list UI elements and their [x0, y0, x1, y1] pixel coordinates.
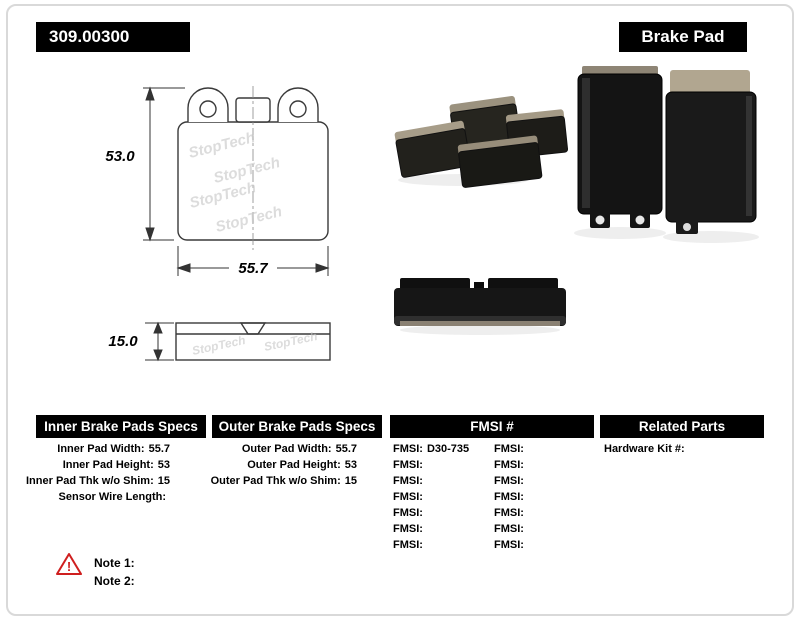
fmsi-title: FMSI #	[470, 419, 514, 434]
spec-label: Inner Pad Height:	[62, 459, 154, 471]
front-view-drawing: StopTech StopTech StopTech StopTech	[143, 86, 330, 276]
front-height-dimension: 53.0	[96, 148, 144, 165]
exclamation-glyph: !	[67, 559, 71, 574]
spec-label: Outer Pad Height:	[247, 459, 341, 471]
fmsi-row: FMSI:	[494, 441, 592, 457]
spec-row: Outer Pad Width:55.7	[212, 441, 357, 457]
spec-label: Outer Pad Thk w/o Shim:	[210, 475, 341, 487]
inner-specs-title: Inner Brake Pads Specs	[44, 419, 198, 434]
spec-label: Inner Pad Width:	[57, 443, 145, 455]
pad-photo-item	[457, 135, 543, 188]
spec-label: FMSI:	[494, 459, 524, 471]
fmsi-row: FMSI:	[494, 521, 592, 537]
spec-label: FMSI:	[393, 475, 423, 487]
spec-value: 55.7	[335, 443, 357, 455]
spec-value: 15	[344, 475, 357, 487]
watermark-text: StopTech	[263, 329, 319, 354]
part-number-banner: 309.00300	[36, 22, 190, 52]
warning-triangle-icon: !	[56, 553, 82, 575]
inner-specs-header: Inner Brake Pads Specs	[36, 415, 206, 438]
spec-value: 15	[157, 475, 170, 487]
related-parts-title: Related Parts	[638, 419, 726, 434]
front-width-dimension: 55.7	[229, 260, 277, 277]
fmsi-row: FMSI:	[393, 473, 491, 489]
watermark-text: StopTech	[214, 203, 284, 236]
spec-value: 55.7	[148, 443, 170, 455]
note-1-label: Note 1:	[94, 556, 135, 570]
fmsi-row: FMSI:	[393, 521, 491, 537]
pad-photo-front	[665, 70, 757, 234]
pad-photo-back	[577, 66, 663, 228]
spec-label: FMSI:	[494, 507, 524, 519]
fmsi-row: FMSI:	[494, 537, 592, 553]
outer-specs-header: Outer Brake Pads Specs	[212, 415, 382, 438]
dimension-lines	[143, 86, 330, 276]
spec-label: FMSI:	[393, 507, 423, 519]
related-parts-header: Related Parts	[600, 415, 764, 438]
outer-specs-title: Outer Brake Pads Specs	[218, 419, 376, 434]
fmsi-row: FMSI:	[393, 457, 491, 473]
fmsi-row: FMSI:	[494, 505, 592, 521]
spec-label: FMSI:	[494, 443, 524, 455]
spec-label: Hardware Kit #:	[604, 443, 685, 455]
dimension-lines	[145, 321, 174, 362]
side-view-drawing: StopTech StopTech	[145, 321, 331, 362]
spec-label: Outer Pad Width:	[241, 443, 332, 455]
pad-set-photo	[394, 96, 569, 188]
fmsi-left-column: FMSI:D30-735 FMSI: FMSI: FMSI: FMSI: FMS…	[393, 441, 491, 553]
spec-label: FMSI:	[393, 459, 423, 471]
spec-label: FMSI:	[393, 491, 423, 503]
outer-specs-rows: Outer Pad Width:55.7 Outer Pad Height:53…	[210, 441, 357, 489]
spec-label: FMSI:	[494, 491, 524, 503]
pad-edge-photo	[394, 278, 566, 335]
spec-value: 53	[344, 459, 357, 471]
inner-specs-rows: Inner Pad Width:55.7 Inner Pad Height:53…	[26, 441, 170, 505]
watermark: StopTech StopTech StopTech StopTech	[187, 129, 284, 236]
fmsi-row: FMSI:	[494, 457, 592, 473]
fmsi-row: FMSI:	[393, 489, 491, 505]
spec-row: Inner Pad Width:55.7	[36, 441, 170, 457]
spec-value: 53	[157, 459, 170, 471]
spec-label: Sensor Wire Length:	[58, 491, 166, 503]
note-2-label: Note 2:	[94, 574, 135, 588]
part-number: 309.00300	[49, 27, 130, 46]
spec-row: Sensor Wire Length:	[36, 489, 170, 505]
related-row: Hardware Kit #:	[604, 441, 760, 457]
fmsi-row: FMSI:	[494, 489, 592, 505]
fmsi-row: FMSI:	[393, 537, 491, 553]
spec-row: Inner Pad Thk w/o Shim:15	[26, 473, 170, 489]
spec-label: FMSI:	[393, 539, 423, 551]
fmsi-row: FMSI:	[393, 505, 491, 521]
pad-side-outline	[175, 322, 331, 361]
fmsi-right-column: FMSI: FMSI: FMSI: FMSI: FMSI: FMSI: FMSI…	[494, 441, 592, 553]
page-frame	[6, 4, 794, 616]
spec-row: Outer Pad Height:53	[212, 457, 357, 473]
spec-row: Outer Pad Thk w/o Shim:15	[210, 473, 357, 489]
spec-row: Inner Pad Height:53	[36, 457, 170, 473]
spec-label: FMSI:	[393, 523, 423, 535]
product-type-banner: Brake Pad	[619, 22, 747, 52]
side-thickness-dimension: 15.0	[99, 333, 147, 350]
pad-outline	[177, 87, 329, 241]
pad-photo-item	[394, 120, 472, 178]
spec-label: FMSI:	[494, 475, 524, 487]
product-type: Brake Pad	[641, 27, 725, 46]
pad-pair-photo	[574, 66, 759, 243]
fmsi-header: FMSI #	[390, 415, 594, 438]
watermark-text: StopTech	[191, 333, 247, 358]
spec-label: FMSI:	[393, 443, 423, 455]
related-parts-rows: Hardware Kit #:	[604, 441, 760, 457]
spec-value: D30-735	[426, 443, 470, 455]
fmsi-row: FMSI:	[494, 473, 592, 489]
spec-label: Inner Pad Thk w/o Shim:	[26, 475, 154, 487]
spec-label: FMSI:	[494, 523, 524, 535]
watermark-text: StopTech	[187, 129, 257, 162]
spec-label: FMSI:	[494, 539, 524, 551]
pad-edge-shape	[394, 278, 566, 326]
fmsi-row: FMSI:D30-735	[393, 441, 491, 457]
